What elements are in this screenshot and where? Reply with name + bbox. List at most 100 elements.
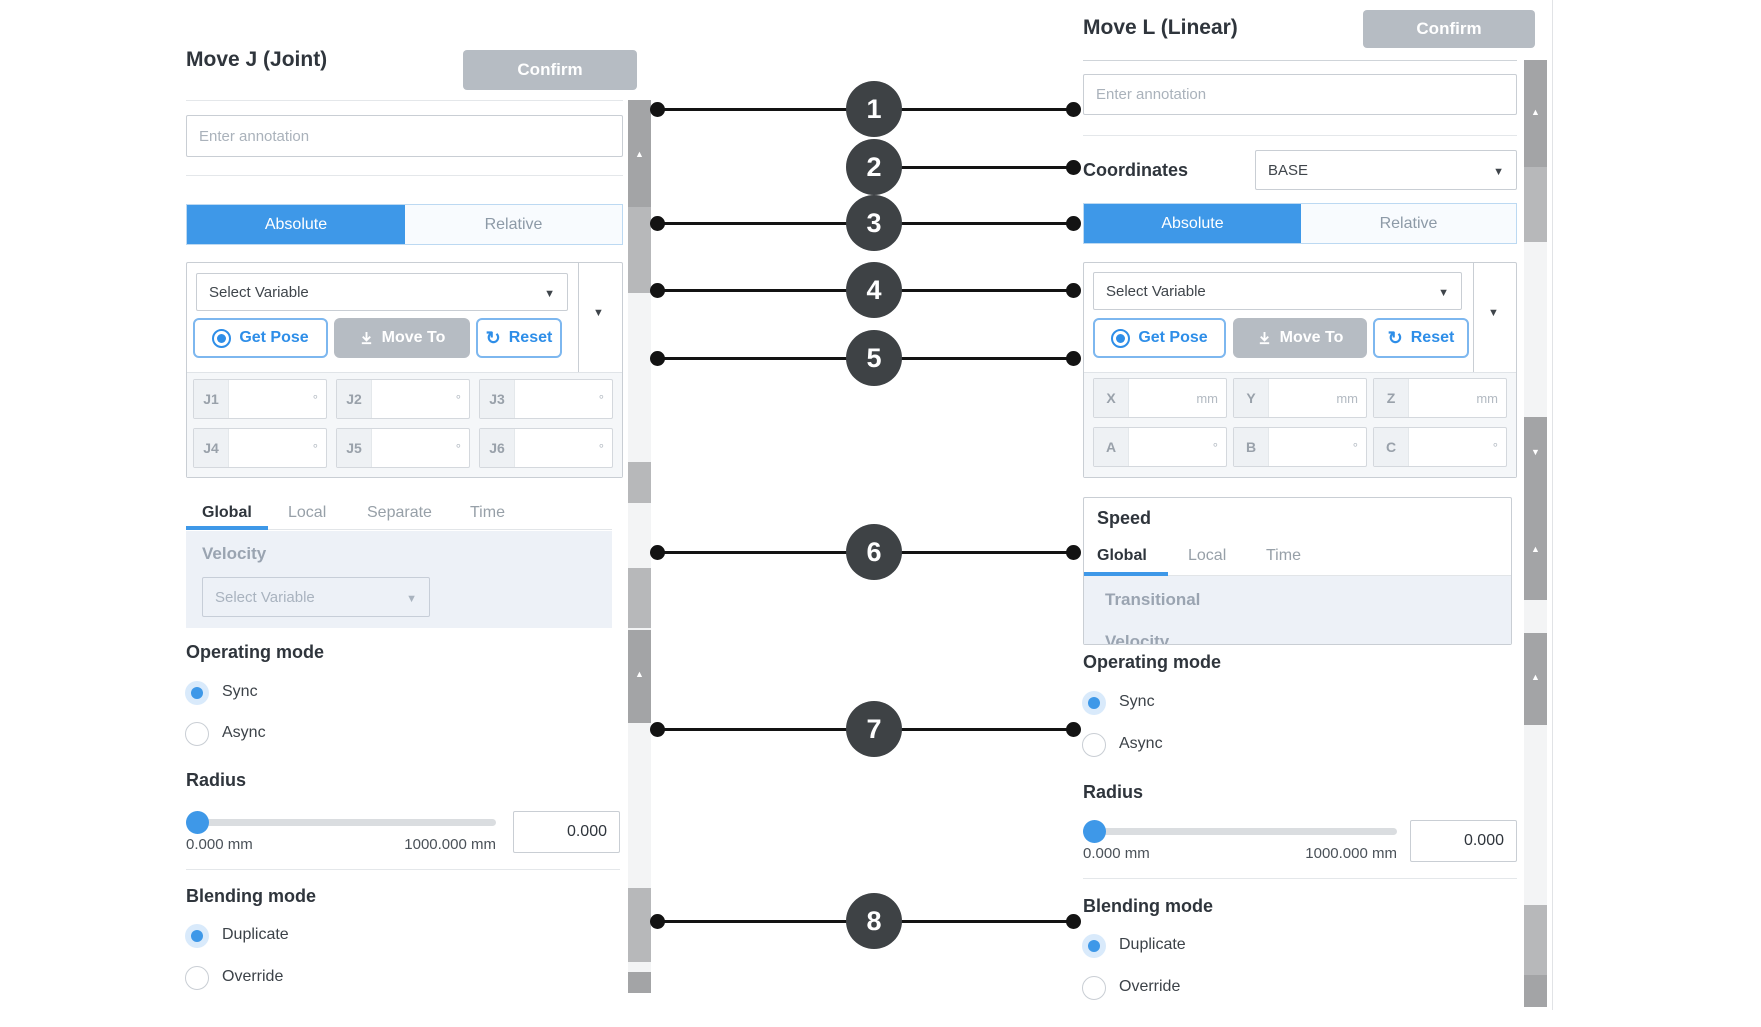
field-label: J2 bbox=[337, 380, 372, 418]
sync-label: Sync bbox=[222, 683, 258, 700]
tab-global[interactable]: Global bbox=[202, 504, 252, 521]
callout-dot bbox=[650, 283, 665, 298]
divider bbox=[186, 175, 623, 176]
tab-absolute[interactable]: Absolute bbox=[1084, 204, 1301, 243]
tab-relative[interactable]: Relative bbox=[484, 215, 543, 233]
radius-value-input[interactable]: 0.000 bbox=[513, 811, 620, 853]
active-tab-underline bbox=[186, 526, 268, 530]
move-l-move-to-button[interactable]: Move To bbox=[1233, 318, 1367, 358]
tab-relative[interactable]: Relative bbox=[1379, 214, 1438, 232]
variable-expand-chevron-icon[interactable] bbox=[593, 303, 604, 321]
left-scrollbar-thumb[interactable] bbox=[628, 972, 651, 993]
move-j-confirm-button[interactable]: Confirm bbox=[463, 50, 637, 90]
velocity-label-clipped: Velocity bbox=[1105, 632, 1170, 644]
divider bbox=[578, 262, 579, 372]
field-unit: ° bbox=[598, 391, 604, 407]
sync-radio[interactable] bbox=[1082, 691, 1106, 715]
right-scrollbar-thumb[interactable] bbox=[1524, 633, 1547, 725]
duplicate-radio[interactable] bbox=[1082, 934, 1106, 958]
radius-slider-thumb[interactable] bbox=[186, 811, 209, 834]
tab-global[interactable]: Global bbox=[1097, 547, 1147, 564]
velocity-select[interactable]: Select Variable bbox=[202, 577, 430, 617]
axis-input-y[interactable] bbox=[1269, 379, 1337, 417]
axis-input-z[interactable] bbox=[1409, 379, 1477, 417]
move-l-variable-select[interactable]: Select Variable bbox=[1093, 272, 1462, 310]
right-scrollbar-thumb[interactable] bbox=[1524, 975, 1547, 1007]
axis-field-z: Z mm bbox=[1373, 378, 1507, 418]
override-radio[interactable] bbox=[1082, 976, 1106, 1000]
variable-expand-chevron-icon[interactable] bbox=[1488, 303, 1499, 321]
override-radio[interactable] bbox=[185, 966, 209, 990]
move-l-get-pose-button[interactable]: Get Pose bbox=[1093, 318, 1226, 358]
left-scrollbar-thumb[interactable] bbox=[628, 888, 651, 962]
joint-input-j4[interactable] bbox=[229, 429, 313, 467]
callout-dot bbox=[1066, 545, 1081, 560]
reset-icon bbox=[486, 328, 501, 349]
left-scrollbar-thumb[interactable] bbox=[628, 630, 651, 723]
tab-local[interactable]: Local bbox=[288, 504, 327, 521]
callout-4: 4 bbox=[846, 262, 902, 318]
axis-input-c[interactable] bbox=[1409, 428, 1493, 466]
move-l-annotation-input[interactable] bbox=[1083, 74, 1517, 115]
radius-value-input[interactable]: 0.000 bbox=[1410, 820, 1517, 862]
left-scrollbar-thumb[interactable] bbox=[628, 568, 651, 628]
variable-select-label: Select Variable bbox=[209, 283, 309, 301]
tab-absolute[interactable]: Absolute bbox=[187, 205, 405, 244]
coordinates-select[interactable]: BASE bbox=[1255, 150, 1517, 190]
move-j-get-pose-button[interactable]: Get Pose bbox=[193, 318, 328, 358]
joint-input-j3[interactable] bbox=[515, 380, 599, 418]
right-scrollbar-thumb[interactable] bbox=[1524, 167, 1547, 242]
divider bbox=[1473, 262, 1474, 372]
axis-input-a[interactable] bbox=[1129, 428, 1213, 466]
download-icon bbox=[361, 331, 371, 344]
move-j-move-to-button[interactable]: Move To bbox=[334, 318, 470, 358]
async-radio[interactable] bbox=[185, 722, 209, 746]
move-j-annotation-input[interactable] bbox=[186, 115, 623, 157]
sync-radio[interactable] bbox=[185, 681, 209, 705]
callout-7: 7 bbox=[846, 701, 902, 757]
blending-mode-label: Blending mode bbox=[186, 886, 316, 906]
axis-input-x[interactable] bbox=[1129, 379, 1197, 417]
callout-5: 5 bbox=[846, 330, 902, 386]
tab-time[interactable]: Time bbox=[1266, 547, 1301, 564]
scroll-up-icon[interactable] bbox=[628, 150, 651, 159]
move-j-reset-button[interactable]: Reset bbox=[476, 318, 562, 358]
callout-dot bbox=[1066, 914, 1081, 929]
duplicate-radio[interactable] bbox=[185, 924, 209, 948]
move-l-reset-button[interactable]: Reset bbox=[1373, 318, 1469, 358]
scroll-up-icon[interactable] bbox=[628, 670, 651, 679]
radius-slider-track[interactable] bbox=[186, 819, 496, 826]
right-scrollbar-thumb[interactable] bbox=[1524, 905, 1547, 975]
tab-separate[interactable]: Separate bbox=[367, 504, 432, 521]
tab-time[interactable]: Time bbox=[470, 504, 505, 521]
scroll-down-icon[interactable] bbox=[1524, 448, 1547, 457]
field-unit: ° bbox=[1352, 439, 1358, 455]
get-pose-icon bbox=[1111, 328, 1131, 348]
left-scrollbar-thumb[interactable] bbox=[628, 462, 651, 503]
joint-input-j6[interactable] bbox=[515, 429, 599, 467]
move-l-confirm-button[interactable]: Confirm bbox=[1363, 10, 1535, 48]
joint-field-j5: J5 ° bbox=[336, 428, 470, 468]
joint-input-j1[interactable] bbox=[229, 380, 313, 418]
left-scrollbar-thumb[interactable] bbox=[628, 100, 651, 207]
async-radio[interactable] bbox=[1082, 733, 1106, 757]
scroll-up-icon[interactable] bbox=[1524, 673, 1547, 682]
left-scrollbar-track[interactable] bbox=[628, 100, 651, 993]
field-label: B bbox=[1234, 428, 1269, 466]
right-scrollbar-thumb[interactable] bbox=[1524, 417, 1547, 600]
radius-slider-track[interactable] bbox=[1083, 828, 1397, 835]
scroll-up-icon[interactable] bbox=[1524, 545, 1547, 554]
move-j-variable-select[interactable]: Select Variable bbox=[196, 273, 568, 311]
left-scrollbar-thumb[interactable] bbox=[628, 207, 651, 293]
joint-field-j6: J6 ° bbox=[479, 428, 613, 468]
joint-input-j5[interactable] bbox=[372, 429, 456, 467]
callout-dot bbox=[1066, 160, 1081, 175]
scroll-up-icon[interactable] bbox=[1524, 108, 1547, 117]
right-scrollbar-thumb[interactable] bbox=[1524, 60, 1547, 167]
speed-title: Speed bbox=[1097, 508, 1152, 528]
tab-local[interactable]: Local bbox=[1188, 547, 1227, 564]
joint-input-j2[interactable] bbox=[372, 380, 456, 418]
tab-baseline bbox=[1084, 575, 1511, 576]
radius-slider-thumb[interactable] bbox=[1083, 820, 1106, 843]
axis-input-b[interactable] bbox=[1269, 428, 1353, 466]
